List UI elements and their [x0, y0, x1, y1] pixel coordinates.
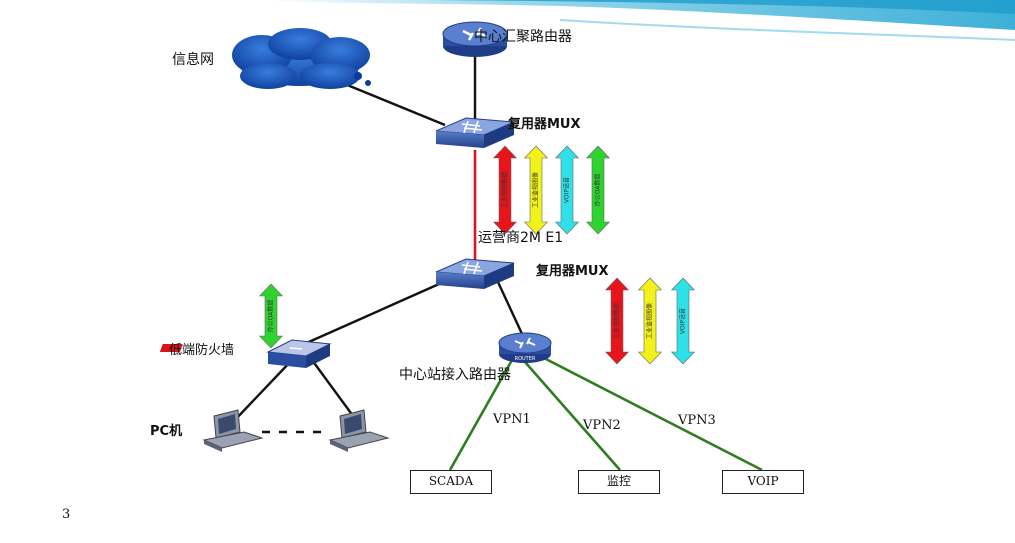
router-icon: ROUTER [498, 332, 552, 363]
link-firewall-pc1 [232, 359, 293, 423]
scada-box: SCADA [410, 470, 492, 494]
flow-arrow-bottom-0: 工业控制数据 [604, 277, 630, 365]
flow-arrow-bottom-0-text: 工业控制数据 [613, 303, 621, 339]
flow-arrow-top-2: VOIP话音 [554, 145, 580, 235]
svg-text:ROUTER: ROUTER [515, 356, 536, 362]
flow-arrow-top-1-text: 工业监视图像 [532, 172, 540, 208]
carrier-link-label: 运营商2M E1 [478, 230, 564, 246]
firewall-label: 低端防火墙 [169, 343, 235, 358]
flow-arrow-top-0-text: 工业控制数据 [501, 172, 509, 208]
flow-arrow-bottom-2-text: VOIP话音 [679, 308, 687, 334]
scada-label: SCADA [428, 474, 474, 488]
voip-label: VOIP [747, 474, 779, 488]
flow-arrow-top-3-text: 办公OA数据 [594, 174, 602, 207]
mux-bottom-label: 复用器MUX [536, 264, 609, 279]
link-vpn1 [448, 359, 514, 471]
pc-label: PC机 [150, 424, 183, 439]
flow-arrow-bottom-1-text: 工业监视图像 [646, 303, 654, 339]
flow-arrow-bottom-1: 工业监视图像 [637, 277, 663, 365]
link-cloud-mux [334, 78, 446, 127]
voip-box: VOIP [722, 470, 804, 494]
traffic-arrow-firewall: 办公OA数据 [258, 283, 284, 349]
monitor-label: 监控 [606, 474, 631, 488]
access-router-label: 中心站接入路由器 [399, 367, 511, 383]
firewall-icon [159, 339, 332, 368]
link-vpn3 [539, 354, 763, 472]
flow-arrow-top-0: 工业控制数据 [492, 145, 518, 235]
vpn2-label: VPN2 [583, 418, 621, 433]
top-router-label: 中心汇聚路由器 [474, 29, 572, 45]
page-number: 3 [62, 507, 71, 522]
link-mux-firewall [301, 278, 449, 347]
flow-arrow-top-1: 工业监视图像 [523, 145, 549, 235]
pc-icon [202, 409, 264, 452]
cloud-icon [232, 28, 371, 89]
vpn1-label: VPN1 [493, 412, 531, 427]
info-net-label: 信息网 [172, 52, 214, 68]
traffic-arrows-bottom: 工业控制数据 工业监视图像 VOIP话音 [604, 277, 696, 365]
traffic-arrows-top: 工业控制数据 工业监视图像 VOIP话音 办公OA数据 [492, 145, 611, 235]
flow-arrow-bottom-2: VOIP话音 [670, 277, 696, 365]
flow-arrow-firewall-text: 办公OA数据 [267, 300, 275, 333]
link-vpn2 [524, 361, 621, 471]
pc-icon [328, 409, 390, 452]
banner-decoration [260, 0, 1015, 41]
router-icon [442, 21, 508, 57]
mux-top-label: 复用器MUX [508, 117, 581, 132]
link-mux-router [496, 281, 525, 337]
flow-arrow-top-3: 办公OA数据 [585, 145, 611, 235]
flow-arrow-top-2-text: VOIP话音 [563, 177, 571, 203]
multiplexer-icon [435, 258, 515, 289]
vpn3-label: VPN3 [678, 413, 716, 428]
flow-arrow-firewall: 办公OA数据 [258, 283, 284, 349]
links [232, 52, 763, 472]
monitor-box: 监控 [578, 470, 660, 494]
multiplexer-icon [435, 117, 515, 148]
link-firewall-pc2 [311, 359, 357, 421]
